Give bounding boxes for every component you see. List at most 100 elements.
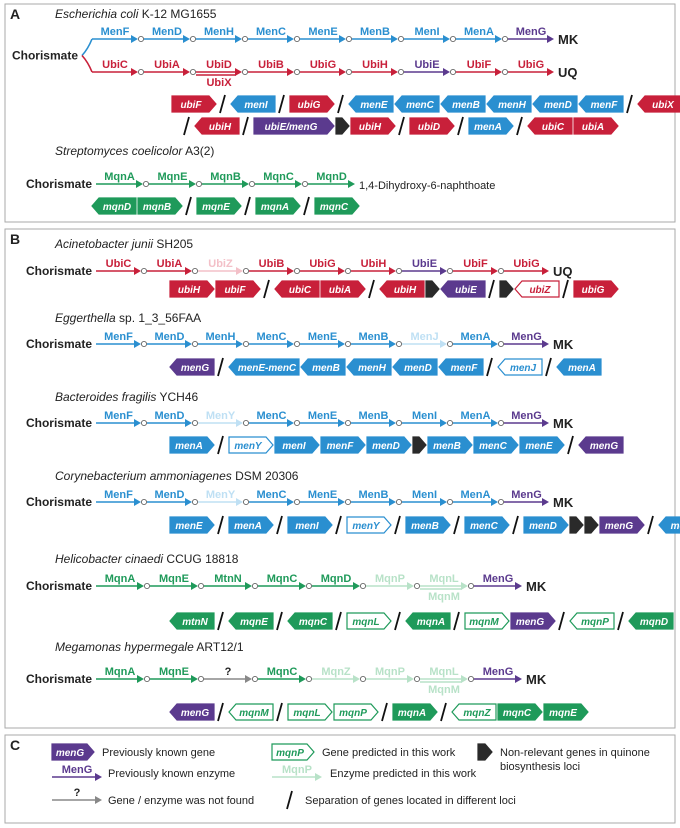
gene-label: menD [372,441,400,452]
gene-arrow-shape [527,117,573,135]
enzyme-UbiE-step: UbiE [404,59,450,76]
branch-curve [81,38,93,57]
enzyme-UbiF-step: UbiF [456,59,502,76]
gene-menA: menA [556,358,602,376]
strain-name: DSM 20306 [232,469,299,483]
gene-menD: menD [366,436,412,454]
locus-separator [276,515,283,535]
gene-arrow-shape [228,436,274,454]
gene-menY: menY [228,436,274,454]
arrow-head-icon [185,340,192,348]
arrow-head-icon [440,267,447,275]
enzyme-label: MenD [152,26,182,38]
gene-label: menB [411,521,439,532]
gene-label: mqnM [469,617,499,628]
enzyme-MenG-step: MenG [504,489,549,506]
gene-label: menD [544,100,572,111]
arrow-head-icon [134,419,141,427]
species-name: Megamonas hypermegale [55,640,194,654]
intermediate-node [197,582,205,590]
locus-separator [219,94,226,114]
gene-non-relevant [584,516,599,534]
enzyme-label: MenE [308,410,337,422]
gene-label: ubiF [224,285,246,296]
gene-label: ubiC [289,285,312,296]
enzyme-label: UbiA [154,59,180,71]
enzyme-MenC-step: MenC [249,331,294,348]
enzyme-MenB-step: MenB [351,410,396,427]
arrow-head-icon [236,267,243,275]
enzyme-label: UbiE [412,258,437,270]
enzyme-label: UbiE [414,59,439,71]
gene-ubiH: ubiH [194,117,240,135]
legend-text: Separation of genes located in different… [305,795,516,807]
start-compound: Chorismate [26,579,92,593]
arrow-head-icon [515,582,522,590]
gene-label: ubiZ [529,285,551,296]
intermediate-node [137,68,145,76]
intermediate-node [497,498,505,506]
gene-label: menB [452,100,480,111]
gene-arrow-shape [287,703,333,721]
gene-arrow-shape [228,703,274,721]
enzyme-label: UbiG [513,258,539,270]
enzyme-label: MenC [257,489,287,501]
arrow-head-icon [443,35,450,43]
arrow-head-icon [295,180,302,188]
species-name: Eggerthella [55,311,116,325]
arrow-head-icon [287,498,294,506]
enzyme-MenF-step: MenF [96,410,141,427]
enzyme-MenJ-step: MenJ [402,331,447,348]
gene-label: menG [181,708,210,719]
locus-separator [562,279,569,299]
strain-name: A3(2) [182,144,214,158]
gene-arrow-shape [230,95,276,113]
arrow-head-icon [287,267,294,275]
enzyme-MenH-step: MenH [198,331,243,348]
locus-separator [394,515,401,535]
arrow-head-icon [185,498,192,506]
gene-mqnB: mqnB [137,197,183,215]
gene-non-relevant [335,117,350,135]
intermediate-node [197,675,205,683]
arrow-head-icon [353,582,360,590]
locus-separator [286,790,293,810]
intermediate-node [293,68,301,76]
intermediate-node [395,267,403,275]
enzyme-label: MenC [256,26,286,38]
gene-label: menC [479,441,508,452]
locus-separator [276,611,283,631]
enzyme-label: MqnE [159,666,189,678]
gene-menB: menB [405,516,451,534]
gene-label: mqnC [299,617,328,628]
locus-separator [440,702,447,722]
enzyme-MqnE-step: MqnE [149,171,196,188]
arrow-head-icon [134,340,141,348]
gene-arrow-shape [346,612,392,630]
gene-label: ubiE [455,285,477,296]
gene-menG: menG [51,743,95,761]
gene-mqnA: mqnA [392,703,438,721]
organism-helicobacter: Helicobacter cinaedi CCUG 18818Chorismat… [26,552,674,631]
gene-arrow-shape [569,612,615,630]
gene-mqnD: mqnD [628,612,674,630]
locus-separator [335,611,342,631]
intermediate-node [195,180,203,188]
organism-title: Escherichia coli K-12 MG1655 [55,7,217,21]
enzyme-label: MqnE [159,573,189,585]
arrow-head-icon [443,68,450,76]
gene-arrow-shape [169,703,215,721]
gene-arrow-shape [519,436,565,454]
intermediate-node [293,35,301,43]
enzyme-MenG-step: MenG [52,764,102,781]
arrow-head-icon [440,498,447,506]
arrow-head-icon [134,267,141,275]
intermediate-node [446,498,454,506]
gene-label: menD [404,363,432,374]
arrow-head-icon [440,340,447,348]
enzyme-label: UbiH [362,59,388,71]
locus-separator [617,611,624,631]
arrow-head-icon [242,180,249,188]
enzyme-label: MqnP [282,764,312,776]
